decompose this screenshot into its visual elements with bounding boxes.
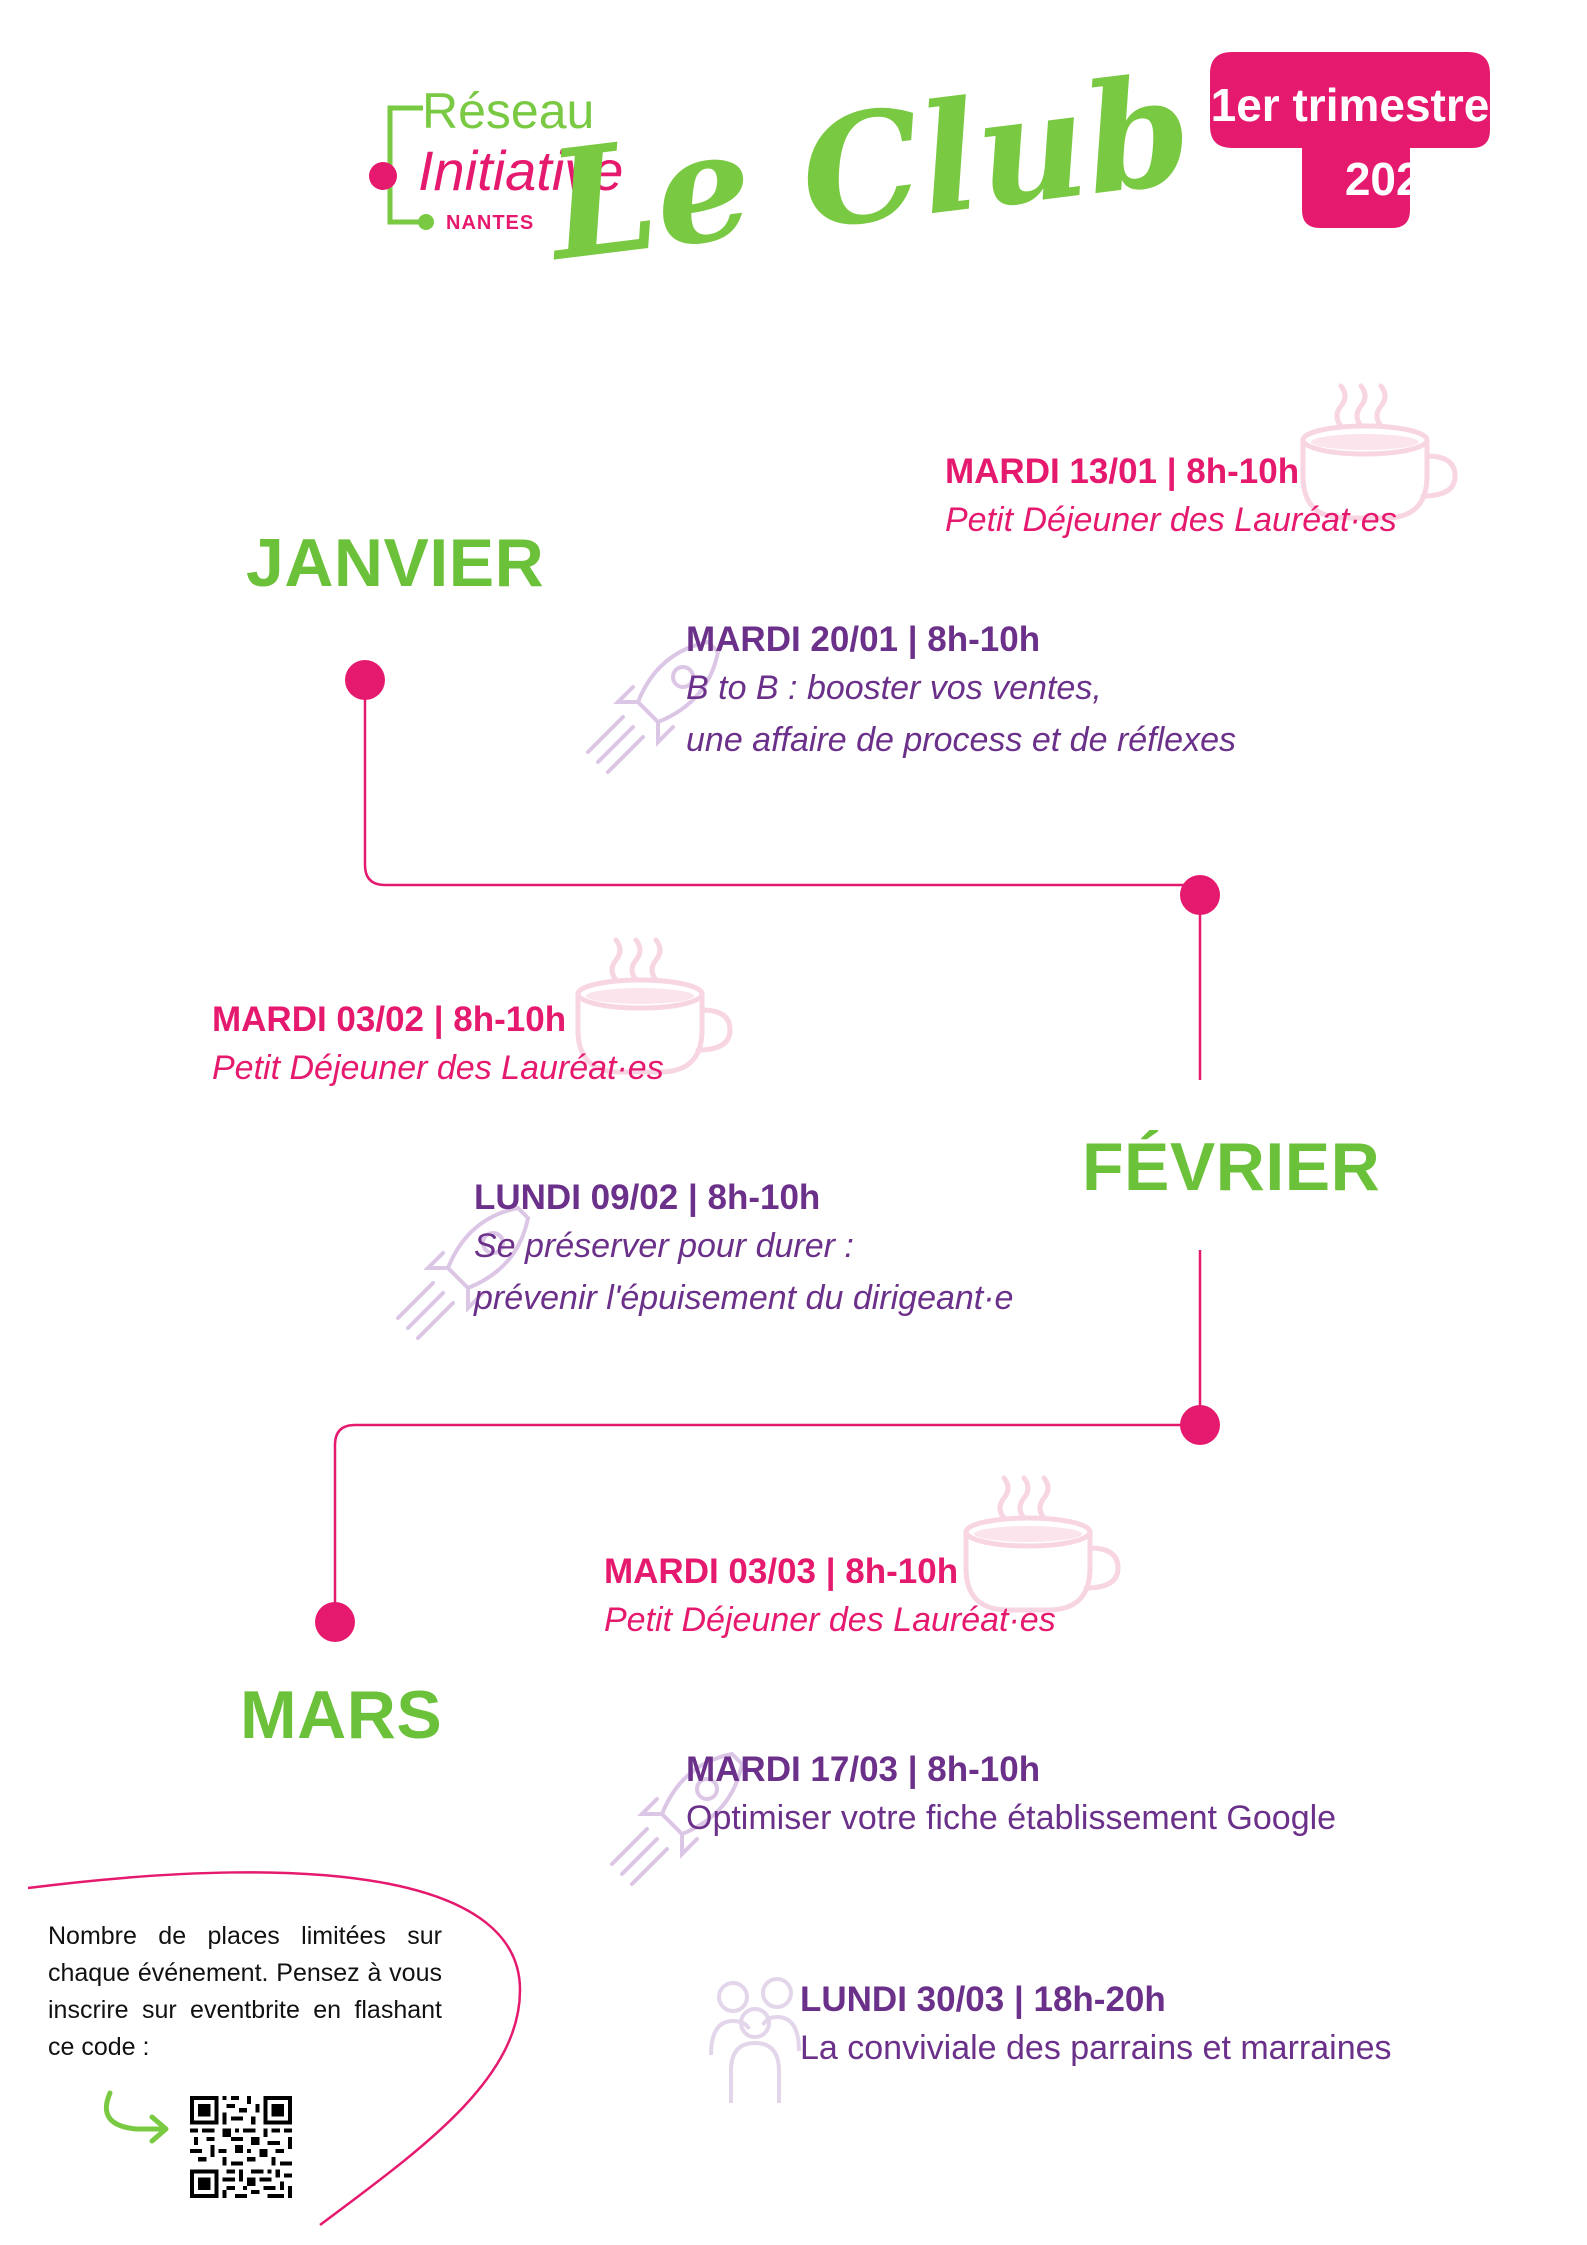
event-title: Optimiser votre fiche établissement Goog… [686, 1799, 1337, 1837]
timeline-segment-february [333, 1250, 1202, 1622]
rocket-icon [396, 1205, 531, 1340]
event-title-line-1: B to B : booster vos ventes, [686, 669, 1102, 707]
event-title: Petit Déjeuner des Lauréat·es [604, 1601, 1056, 1639]
eventbrite-qr-code[interactable] [190, 2096, 292, 2198]
event-title-line-2: une affaire de process et de réflexes [686, 721, 1236, 759]
coffee-cup-icon [963, 1475, 1121, 1613]
curved-arrow-icon [103, 2090, 169, 2144]
timeline-dot-february-top [1180, 875, 1220, 915]
event-title-line-2: prévenir l'épuisement du dirigeant·e [474, 1279, 1014, 1317]
badge-line-1: 1er trimestre [1210, 79, 1490, 131]
event-2026-03-03: MARDI 03/03 | 8h-10h Petit Déjeuner des … [604, 1552, 1056, 1646]
registration-note: Nombre de places limitées sur chaque évé… [48, 1922, 442, 2061]
event-2026-01-20: MARDI 20/01 | 8h-10h B to B : booster vo… [686, 620, 1236, 766]
event-2026-02-03: MARDI 03/02 | 8h-10h Petit Déjeuner des … [212, 1000, 664, 1094]
event-title: Petit Déjeuner des Lauréat·es [212, 1049, 664, 1087]
event-date: MARDI 20/01 | 8h-10h [686, 620, 1041, 659]
coffee-cup-icon [575, 937, 733, 1075]
people-group-icon [709, 1977, 801, 2103]
timeline-dot-january [345, 660, 385, 700]
event-2026-03-17: MARDI 17/03 | 8h-10h Optimiser votre fic… [686, 1750, 1336, 1844]
badge-line-2: 2026 [1344, 153, 1448, 205]
logo-initiative: Initiative [418, 139, 624, 202]
event-date: MARDI 03/03 | 8h-10h [604, 1552, 959, 1591]
event-date: MARDI 17/03 | 8h-10h [686, 1750, 1041, 1789]
logo-reseau: Réseau [422, 83, 595, 139]
event-date: MARDI 03/02 | 8h-10h [212, 1000, 567, 1039]
timeline-dot-february-bottom [1180, 1405, 1220, 1445]
event-date: MARDI 13/01 | 8h-10h [945, 452, 1300, 491]
month-heading-january: JANVIER [246, 525, 545, 601]
month-heading-february: FÉVRIER [1082, 1129, 1381, 1205]
timeline-segment-january [363, 680, 1202, 1080]
logo-city: NANTES [446, 212, 535, 234]
event-date: LUNDI 30/03 | 18h-20h [800, 1980, 1166, 2019]
logo-bracket-icon [369, 105, 434, 230]
event-title: La conviviale des parrains et marraines [800, 2029, 1392, 2067]
quarter-badge-shape [1210, 52, 1490, 228]
rocket-icon [610, 1751, 745, 1886]
coffee-cup-icon [1300, 383, 1458, 521]
event-date: LUNDI 09/02 | 8h-10h [474, 1178, 821, 1217]
event-2026-01-13: MARDI 13/01 | 8h-10h Petit Déjeuner des … [945, 452, 1397, 546]
month-heading-march: MARS [240, 1677, 443, 1753]
event-title: Petit Déjeuner des Lauréat·es [945, 501, 1397, 539]
timeline-dot-march [315, 1602, 355, 1642]
rocket-icon [586, 639, 721, 774]
event-2026-02-09: LUNDI 09/02 | 8h-10h Se préserver pour d… [474, 1178, 1013, 1324]
event-title-line-1: Se préserver pour durer : [474, 1227, 854, 1265]
event-2026-03-30: LUNDI 30/03 | 18h-20h La conviviale des … [800, 1980, 1392, 2074]
registration-curve [27, 1871, 522, 2227]
